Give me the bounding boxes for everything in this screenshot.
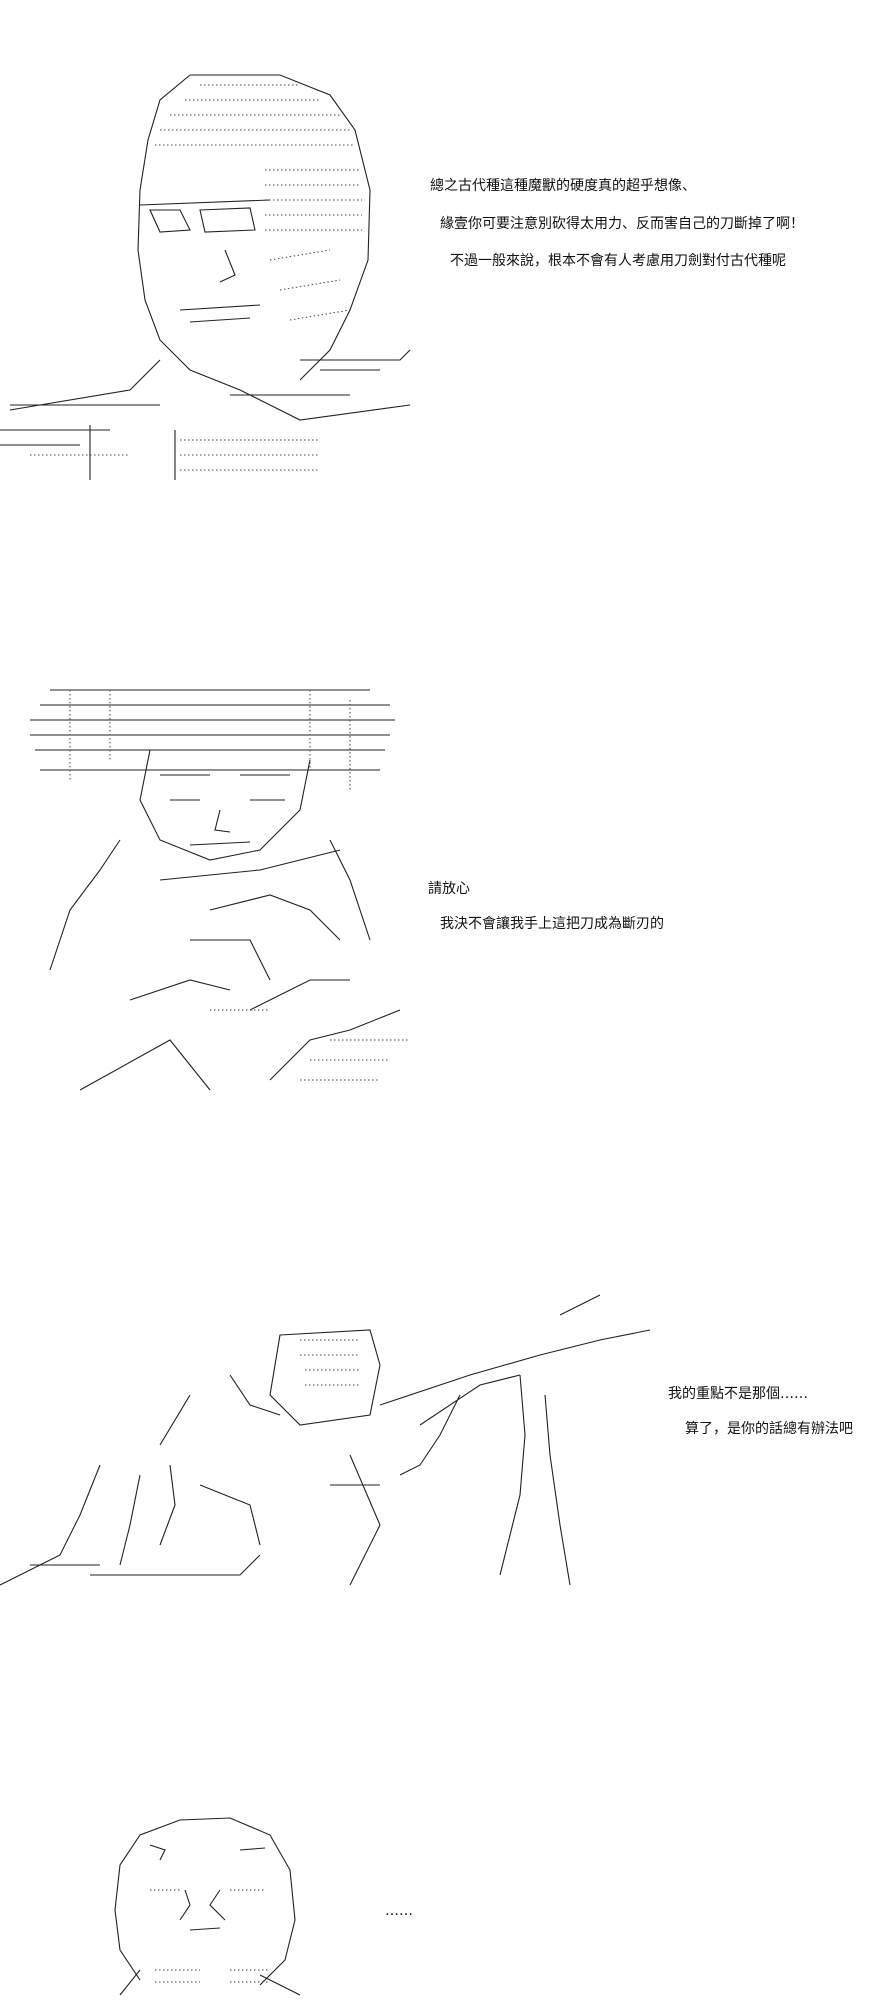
ascii-art-figure-swordsman <box>10 680 430 1110</box>
dialogue-line: …… <box>385 1903 413 1919</box>
ascii-art-figure-round-face <box>80 1810 360 2000</box>
panel-1: 總之古代種這種魔獸的硬度真的超乎想像、 緣壹你可要注意別砍得太用力、反而害自己的… <box>0 0 877 560</box>
ascii-art-figures-pointing <box>0 1285 660 1605</box>
dialogue-line: 我決不會讓我手上這把刀成為斷刃的 <box>440 916 664 932</box>
dialogue-line: 我的重點不是那個…… <box>668 1386 808 1402</box>
dialogue-line: 算了，是你的話總有辦法吧 <box>685 1421 853 1437</box>
dialogue-line: 不過一般來說，根本不會有人考慮用刀劍對付古代種呢 <box>450 253 786 269</box>
dialogue-line: 緣壹你可要注意別砍得太用力、反而害自己的刀斷掉了啊！ <box>440 216 804 232</box>
dialogue-line: 總之古代種這種魔獸的硬度真的超乎想像、 <box>430 178 696 194</box>
panel-3: 我的重點不是那個…… 算了，是你的話總有辦法吧 <box>0 1285 877 1615</box>
panel-2: 請放心 我決不會讓我手上這把刀成為斷刃的 <box>0 670 877 1110</box>
panel-4: …… <box>0 1800 877 2000</box>
dialogue-line: 請放心 <box>428 881 470 897</box>
ascii-art-figure-bald-man <box>0 60 420 490</box>
